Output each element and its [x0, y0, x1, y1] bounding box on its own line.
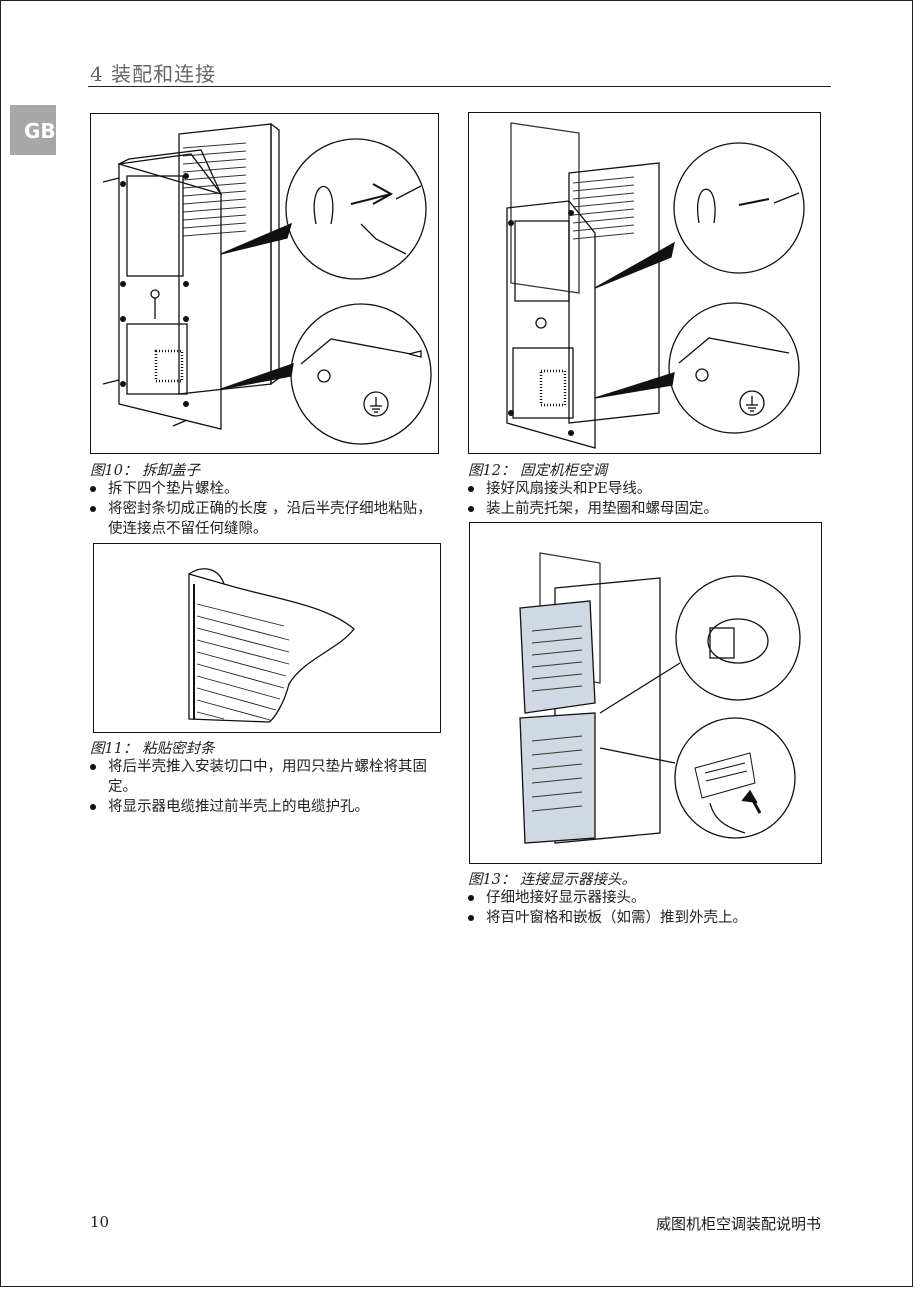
figure-13-caption: 图13： 连接显示器接头。 — [468, 872, 637, 888]
figure-10-bullet-list: 拆下四个垫片螺栓。 将密封条切成正确的长度 ，沿后半壳仔细地粘贴，使连接点不留任… — [90, 479, 442, 539]
figure-10-caption: 图10： 拆卸盖子 — [90, 463, 201, 479]
list-item: 装上前壳托架，用垫圈和螺母固定。 — [468, 499, 828, 519]
list-item: 将后半壳推入安装切口中，用四只垫片螺栓将其固定。 — [90, 757, 450, 797]
figure-12-bullet-list: 接好风扇接头和PE导线。 装上前壳托架，用垫圈和螺母固定。 — [468, 479, 828, 519]
language-tab: GB — [10, 105, 56, 155]
figure-13-bullet-list: 仔细地接好显示器接头。 将百叶窗格和嵌板（如需）推到外壳上。 — [468, 888, 828, 928]
list-item: 将密封条切成正确的长度 ，沿后半壳仔细地粘贴，使连接点不留任何缝隙。 — [90, 499, 442, 539]
figure-11-caption: 图11： 粘贴密封条 — [90, 741, 215, 757]
figure-11-illustration — [93, 543, 441, 733]
language-tab-label: GB — [24, 119, 56, 143]
section-title: 4 装配和连接 — [90, 62, 217, 86]
list-item: 仔细地接好显示器接头。 — [468, 888, 828, 908]
figure-12-caption: 图12： 固定机柜空调 — [468, 463, 608, 479]
list-item: 接好风扇接头和PE导线。 — [468, 479, 828, 499]
figure-13-illustration — [469, 522, 822, 864]
figure-12-illustration — [468, 112, 821, 454]
document-title: 威图机柜空调装配说明书 — [655, 1215, 821, 1233]
figure-10-illustration — [90, 113, 439, 454]
list-item: 拆下四个垫片螺栓。 — [90, 479, 442, 499]
figure-11-bullet-list: 将后半壳推入安装切口中，用四只垫片螺栓将其固定。 将显示器电缆推过前半壳上的电缆… — [90, 757, 450, 817]
header-rule — [88, 86, 831, 87]
list-item: 将百叶窗格和嵌板（如需）推到外壳上。 — [468, 908, 828, 928]
list-item: 将显示器电缆推过前半壳上的电缆护孔。 — [90, 797, 450, 817]
page-number: 10 — [90, 1213, 110, 1231]
